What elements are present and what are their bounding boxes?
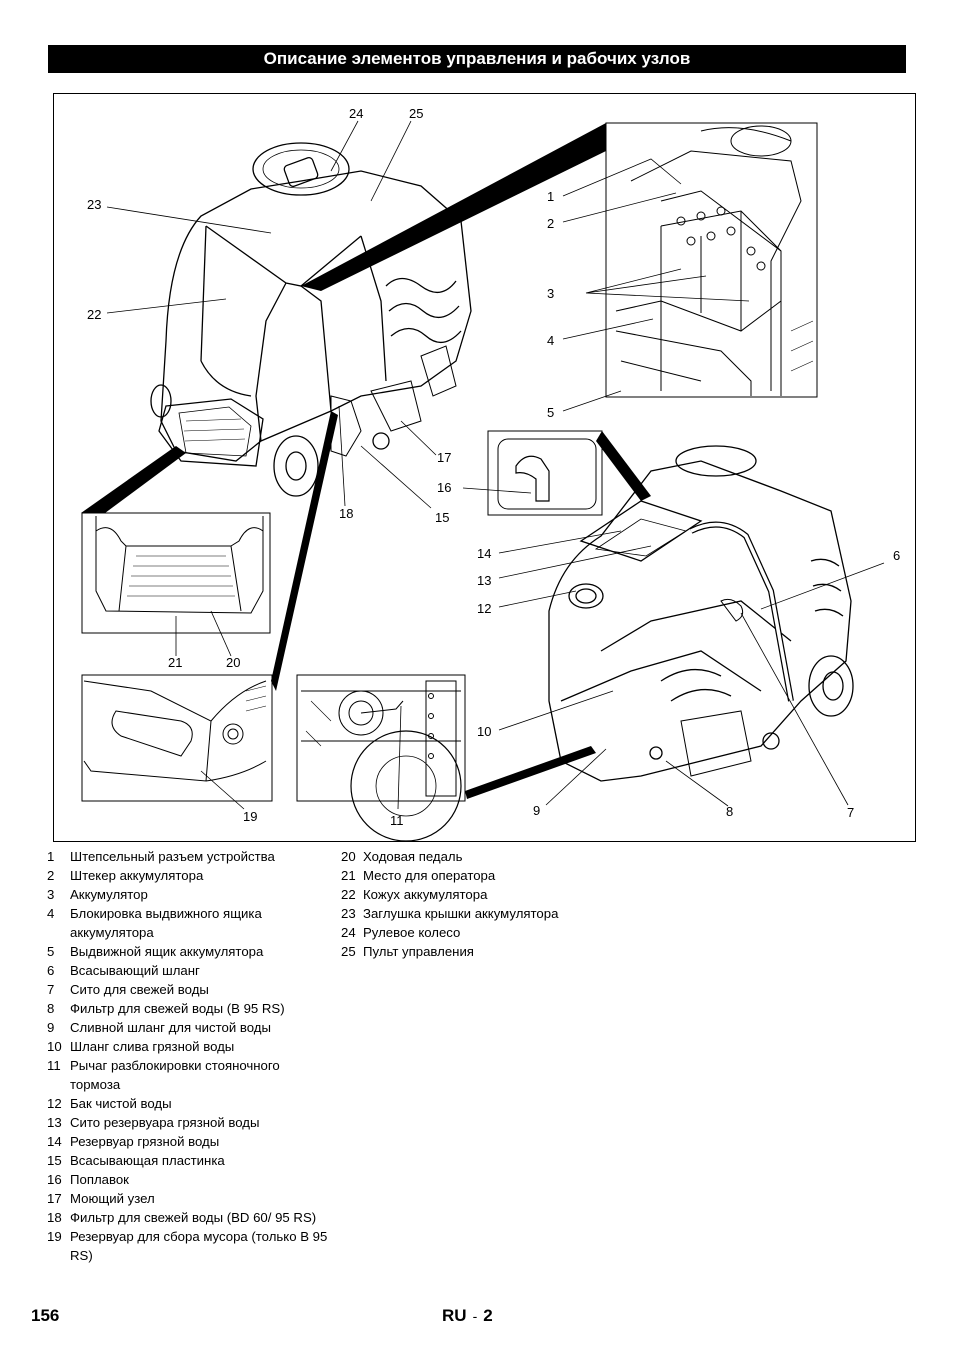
callout-12: 12 (477, 601, 491, 616)
inset-debris-tank (81, 411, 338, 802)
callout-15: 15 (435, 510, 449, 525)
page-language-section: RU-2 (442, 1306, 493, 1326)
section-title-bar: Описание элементов управления и рабочих … (48, 45, 906, 73)
callout-22: 22 (87, 307, 101, 322)
callout-8: 8 (726, 804, 733, 819)
section-number: 2 (483, 1306, 493, 1325)
callout-13: 13 (477, 573, 491, 588)
callout-1: 1 (547, 189, 554, 204)
callout-3: 3 (547, 286, 554, 301)
language-code: RU (442, 1306, 467, 1325)
callout-6: 6 (893, 548, 900, 563)
callout-7: 7 (847, 805, 854, 820)
callout-21: 21 (168, 655, 182, 670)
callout-24: 24 (349, 106, 363, 121)
inset-float (487, 430, 651, 516)
callout-16: 16 (437, 480, 451, 495)
inset-battery-compartment (301, 122, 818, 398)
callout-2: 2 (547, 216, 554, 231)
callout-20: 20 (226, 655, 240, 670)
rear-machine-drawing (548, 445, 854, 782)
callout-17: 17 (437, 450, 451, 465)
callout-9: 9 (533, 803, 540, 818)
footer-separator: - (472, 1308, 478, 1324)
callout-5: 5 (547, 405, 554, 420)
leader-lines (106, 120, 885, 810)
callout-25: 25 (409, 106, 423, 121)
machine-diagram-figure: 1 2 3 4 5 6 7 8 9 10 11 12 13 14 15 16 1… (53, 93, 916, 842)
machine-diagram: 1 2 3 4 5 6 7 8 9 10 11 12 13 14 15 16 1… (81, 106, 900, 841)
callout-4: 4 (547, 333, 554, 348)
page-number: 156 (31, 1306, 60, 1325)
callout-23: 23 (87, 197, 101, 212)
callout-10: 10 (477, 724, 491, 739)
callout-labels: 1 2 3 4 5 6 7 8 9 10 11 12 13 14 15 16 1… (87, 106, 900, 828)
callout-19: 19 (243, 809, 257, 824)
inset-footplate (81, 446, 271, 634)
section-title: Описание элементов управления и рабочих … (263, 49, 691, 68)
inset-parking-brake (296, 674, 596, 841)
callout-14: 14 (477, 546, 491, 561)
callout-18: 18 (339, 506, 353, 521)
main-machine-drawing (150, 142, 472, 497)
callout-11: 11 (390, 813, 404, 828)
